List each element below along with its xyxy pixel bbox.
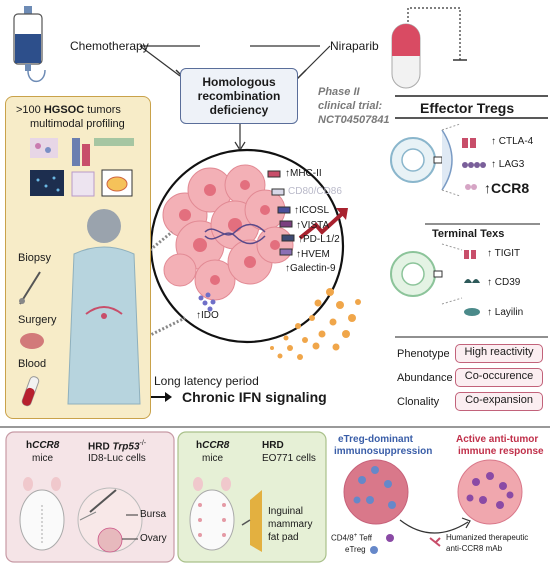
effector-tregs-title: Effector Tregs: [420, 100, 515, 116]
clonality-value: Co-expansion: [455, 392, 543, 411]
marker-icosl: ↑ICOSL: [294, 205, 330, 216]
legend-teff: CD4/8+ Teff: [331, 533, 373, 543]
phenotype-label: Phenotype: [397, 348, 450, 360]
marker-pdl: ↑PD-L1/2: [298, 234, 340, 245]
treg-cell-icon: [390, 123, 461, 197]
marker-vista: ↑VISTA: [296, 220, 330, 231]
legend-mab-line1: Humanized therapeutic: [446, 533, 529, 542]
model1-mouse-line2: mice: [32, 453, 54, 464]
model2-mouse-line1: hCCR8: [196, 440, 230, 451]
profiling-icons: [30, 138, 134, 197]
marker-cd80-cd86: CD80/CD86: [288, 186, 342, 197]
legend-etreg: eTreg: [345, 545, 366, 554]
phenotype-value: High reactivity: [455, 344, 543, 363]
iv-bag-icon: [13, 6, 46, 83]
trial-line3: NCT04507841: [318, 114, 390, 126]
left-state-line2: immunosuppression: [334, 446, 433, 457]
model1-mouse-line1: hCCR8: [26, 440, 60, 451]
abundance-label: Abundance: [397, 372, 453, 384]
profiling-title-line2: multimodal profiling: [30, 118, 125, 130]
capsule-icon: [391, 23, 421, 89]
tex-cell-icon: [390, 243, 463, 305]
ido-label: ↑IDO: [196, 310, 219, 321]
left-state-line1: eTreg-dominant: [338, 434, 414, 445]
long-latency-label: Long latency period: [154, 374, 259, 388]
tigit-label: ↑ TIGIT: [487, 248, 521, 259]
mouse-icon: [19, 477, 65, 551]
chemotherapy-label: Chemotherapy: [70, 39, 149, 53]
marker-mhc2: ↑MHC-II: [285, 168, 322, 179]
terminal-texs-title: Terminal Texs: [432, 228, 505, 240]
biopsy-needle-icon: [19, 271, 41, 305]
surgery-label: Surgery: [18, 314, 57, 326]
model2-cells-line2: EO771 cells: [262, 453, 316, 464]
marker-hvem: ↑HVEM: [296, 249, 330, 260]
ovary-label: Ovary: [140, 533, 167, 544]
site-line1: Inguinal: [268, 506, 304, 517]
trial-line1: Phase II: [318, 86, 360, 98]
right-state-line1: Active anti-tumor: [456, 434, 539, 445]
model1-cells-line1: HRD Trp53-/-: [88, 440, 147, 453]
ifn-dots: [270, 288, 361, 360]
layilin-label: ↑ Layilin: [487, 307, 524, 318]
chronic-ifn-label: Chronic IFN signaling: [182, 389, 327, 405]
site-line2: mammary: [268, 519, 313, 530]
cd39-label: ↑ CD39: [487, 277, 521, 288]
tumor-circle: [149, 148, 345, 344]
ccr8-label: ↑CCR8: [484, 180, 530, 196]
right-state-line2: immune response: [458, 446, 544, 457]
blood-tube-icon: [21, 376, 40, 407]
bursa-label: Bursa: [140, 509, 167, 520]
tissue-icon: [20, 333, 44, 349]
model2-mouse-line2: mice: [202, 453, 224, 464]
hrd-label: Homologous recombination deficiency: [197, 75, 281, 117]
niraparib-label: Niraparib: [330, 39, 379, 53]
patient-icon: [67, 209, 141, 405]
abundance-value: Co-occurence: [455, 368, 543, 387]
model1-cells-line2: ID8-Luc cells: [88, 453, 146, 464]
marker-galectin9: ↑Galectin-9: [285, 263, 336, 274]
model2-cells-line1: HRD: [262, 440, 284, 451]
hrd-box: Homologous recombination deficiency: [180, 68, 298, 124]
lag3-label: ↑ LAG3: [491, 159, 525, 170]
blood-label: Blood: [18, 358, 47, 370]
ctla4-label: ↑ CTLA-4: [491, 136, 534, 147]
trial-line2: clinical trial:: [318, 100, 383, 112]
legend-mab-line2: anti-CCR8 mAb: [446, 544, 503, 553]
site-line3: fat pad: [268, 532, 299, 543]
biopsy-label: Biopsy: [18, 252, 52, 264]
mouse-icon-2: [189, 477, 235, 551]
clonality-label: Clonality: [397, 396, 440, 408]
profiling-title-line1: >100 HGSOC tumors: [16, 104, 121, 116]
